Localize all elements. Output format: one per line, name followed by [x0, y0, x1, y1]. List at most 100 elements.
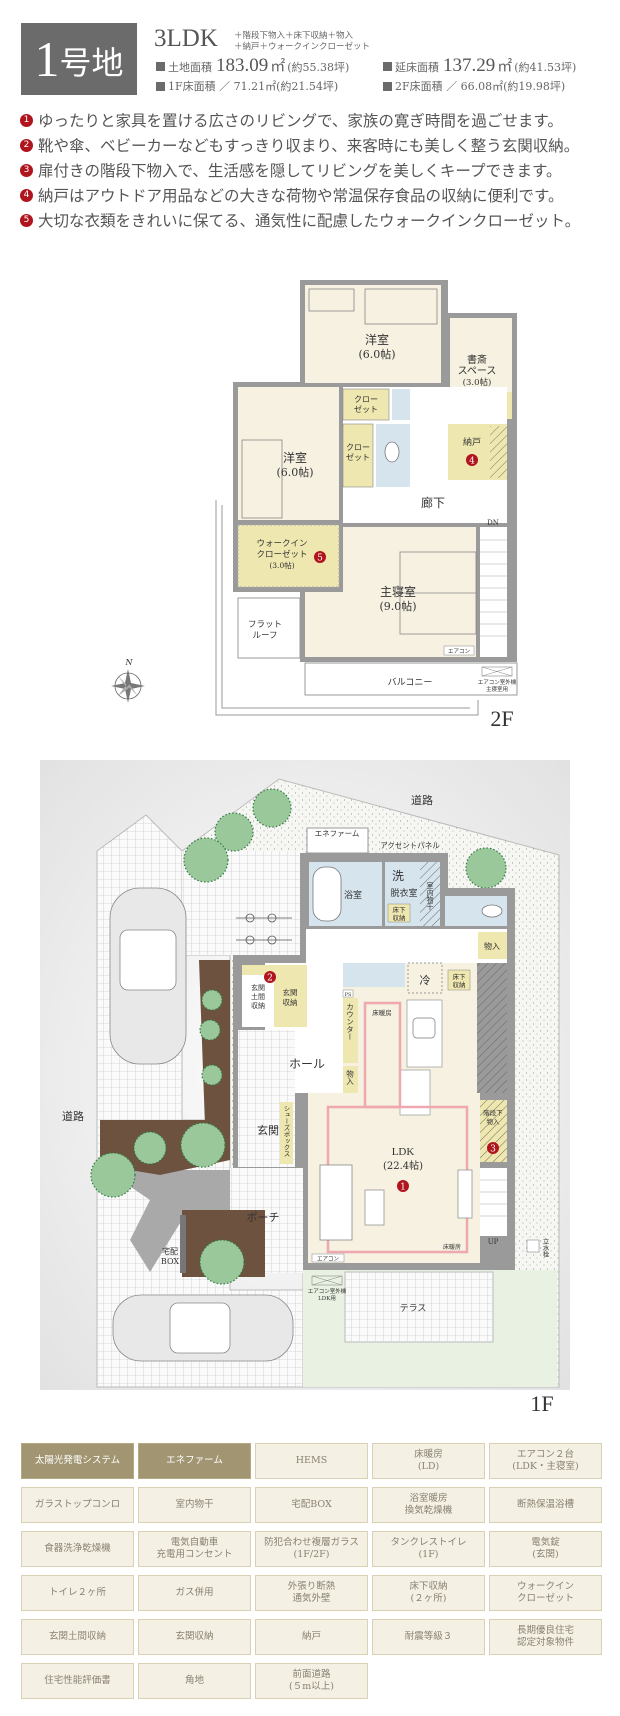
aircon-label: エアコン — [317, 1256, 340, 1263]
bathtub-icon — [312, 866, 342, 922]
sofa-icon — [319, 1164, 353, 1241]
marker-5: 5 — [20, 213, 33, 227]
sink-icon — [412, 1017, 436, 1039]
amenity-cell: タンクレストイレ(1F) — [372, 1531, 485, 1567]
feature-text: 靴や傘、ベビーカーなどもすっきり収まり、来客時にも美しく整う玄関収納。 — [38, 137, 580, 155]
storage-a — [478, 932, 507, 959]
stair-treads — [480, 539, 507, 637]
entry-earth-storage-label-2: 土間 — [251, 992, 265, 1001]
storage-b-label: 物入 — [345, 1069, 354, 1086]
amenity-label: (２ヶ所) — [410, 1593, 447, 1604]
amenity-cell: 防犯合わせ複層ガラス(1F/2F) — [255, 1531, 368, 1567]
balcony-label: バルコニー — [388, 677, 433, 688]
closet-b-label-2: ゼット — [346, 452, 370, 462]
amenity-label: (1F) — [418, 1549, 439, 1560]
wic-size: (3.0帖) — [269, 560, 294, 570]
amenity-cell: 電気自動車充電用コンセント — [138, 1531, 251, 1567]
marker-1: 1 — [20, 113, 33, 127]
amenity-cell: 住宅性能評価書 — [21, 1663, 134, 1699]
storeroom-label: 納戸 — [463, 436, 481, 448]
master-bedroom-alcove — [305, 592, 345, 657]
land-area-unit: ㎡ — [270, 57, 286, 75]
closet-a-label: クロー — [354, 395, 378, 404]
flat-roof-label: フラット — [248, 620, 282, 630]
stairs-hatch — [477, 963, 507, 1093]
aircon-unit — [443, 645, 475, 656]
amenity-cell: 床暖房(LD) — [372, 1443, 485, 1479]
feature-text: 大切な衣類をきれいに保てる、通気性に配慮したウォークインクローゼット。 — [38, 212, 581, 230]
amenity-label: 食器洗浄乾燥機 — [44, 1543, 111, 1554]
dressing-label: 脱衣室 — [390, 887, 417, 899]
compass-icon — [111, 669, 145, 703]
amenity-label: 前面道路 — [292, 1669, 331, 1680]
floor-heating-a-label: 床暖房 — [372, 1008, 392, 1017]
entry-storage-label: 玄関 — [283, 987, 298, 997]
master-bedroom-label: 主寝室 — [380, 584, 416, 599]
road-left-label: 道路 — [62, 1109, 84, 1123]
lot-number-badge: 1 号地 — [21, 23, 137, 95]
amenity-cell: ガラストップコンロ — [21, 1487, 134, 1523]
shoebox-label: シューズボックス — [282, 1105, 290, 1157]
amenity-cell: 断熱保温浴槽 — [489, 1487, 602, 1523]
layout-type: 3LDK — [154, 25, 218, 52]
floor1-area-text: 1F床面積 ／ 71.21㎡(約21.54坪) — [168, 80, 339, 93]
sink — [392, 389, 410, 420]
amenity-cell: エネファーム — [138, 1443, 251, 1479]
square-bullet-icon — [383, 81, 392, 91]
total-floor-area-value: 137.29 — [443, 55, 496, 76]
lot-suffix: 号地 — [59, 44, 124, 82]
accent-panel-label: アクセントパネル — [380, 841, 440, 850]
flat-roof-label-2: ルーフ — [253, 631, 278, 641]
entry-storage-top — [242, 965, 307, 975]
floor2-area-text: 2F床面積 ／ 66.08㎡(約19.98坪) — [395, 80, 566, 93]
feature-item: 1 ゆったりと家具を置ける広さのリビングで、家族の寛ぎ時間を過ごせます。 — [20, 109, 563, 131]
kitchen-island — [406, 999, 443, 1068]
entry-earth-storage-label: 玄関 — [251, 983, 265, 992]
amenity-label: 太陽光発電システム — [34, 1455, 121, 1466]
amenity-label: 角地 — [184, 1675, 204, 1686]
study-space — [450, 318, 512, 392]
ldk-size: (22.4帖) — [383, 1159, 423, 1172]
amenity-label: (玄関) — [532, 1549, 559, 1560]
toilet-icon — [481, 904, 503, 918]
marker-2-number: 2 — [267, 974, 273, 984]
outline-line — [215, 500, 479, 716]
marker-1 — [397, 1180, 409, 1192]
total-floor-area: 延床面積 137.29 ㎡ (約41.53坪) — [383, 55, 576, 77]
amenity-label: トイレ２ヶ所 — [48, 1587, 106, 1598]
western-room-b — [238, 387, 339, 520]
amenity-label: 電気錠 — [531, 1537, 560, 1548]
amenity-label: (1F/2F) — [293, 1549, 330, 1560]
land-area: 土地面積 183.09 ㎡ (約55.38坪) — [156, 55, 349, 77]
amenity-label: 玄関土間収納 — [48, 1631, 106, 1642]
aircon-unit — [311, 1253, 345, 1263]
western-room-a-size: (6.0帖) — [358, 348, 395, 361]
underfloor-b-label-2: 収納 — [453, 980, 466, 989]
amenity-cell: 前面道路(５m以上) — [255, 1663, 368, 1699]
outdoor-unit-label: エアコン室外機 — [308, 1287, 347, 1295]
amenity-label: (LD) — [417, 1461, 440, 1472]
faucet-icon — [526, 1239, 540, 1253]
storeroom-shelf — [490, 426, 507, 478]
feature-text: 扉付きの階段下物入で、生活感を隠してリビングを美しくキープできます。 — [38, 162, 562, 180]
bathroom-label: 浴室 — [344, 889, 362, 901]
amenity-label: 認定対象物件 — [516, 1637, 574, 1648]
floor-heating-b-label: 床暖房 — [443, 1243, 461, 1251]
layout-extra-line: ＋階段下物入＋床下収納＋物入 — [234, 31, 354, 41]
outdoor-unit-icon — [481, 666, 513, 677]
marker-3-number: 3 — [490, 1145, 496, 1155]
feature-text: ゆったりと家具を置ける広さのリビングで、家族の寛ぎ時間を過ごせます。 — [38, 112, 563, 130]
bed-icon — [364, 288, 438, 325]
amenity-label: 床暖房 — [414, 1449, 443, 1460]
stairs — [480, 527, 507, 657]
amenity-label: ガラストップコンロ — [34, 1499, 121, 1510]
fridge-space — [407, 962, 443, 994]
tv-board — [457, 1169, 473, 1219]
outdoor-unit-label: エアコン室外機 — [478, 678, 517, 686]
amenity-label: 長期優良住宅 — [516, 1625, 574, 1636]
outdoor-unit-icon — [311, 1275, 343, 1286]
marker-4: 4 — [20, 188, 33, 202]
